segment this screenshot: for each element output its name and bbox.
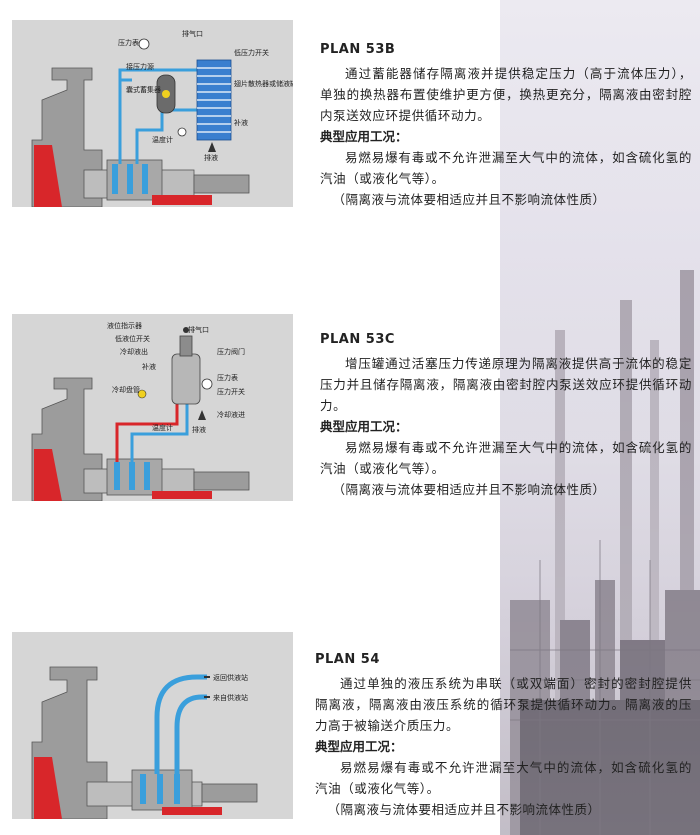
label-pressure-gauge: 压力表 bbox=[217, 373, 238, 382]
label-cooling-coil: 冷却盘管 bbox=[112, 385, 140, 394]
label-pressure-source: 接压力源 bbox=[126, 62, 154, 71]
plan-title: PLAN 53C bbox=[320, 332, 395, 347]
label-pressure-gauge: 压力表 bbox=[118, 38, 139, 47]
plan53c-diagram: 液位指示器 排气口 低液位开关 冷却液出 压力阀门 补液 压力表 压力开关 冷却… bbox=[12, 314, 293, 501]
application-text: 易燃易爆有毒或不允许泄漏至大气中的流体，如含硫化氢的汽油（或液化气等）。 bbox=[315, 760, 692, 796]
label-vent: 排气口 bbox=[182, 29, 203, 38]
plan-description: 增压罐通过活塞压力传递原理为隔离液提供高于流体的稳定压力并且储存隔离液，隔离液由… bbox=[320, 356, 692, 413]
plan53c-section: PLAN 53C 增压罐通过活塞压力传递原理为隔离液提供高于流体的稳定压力并且储… bbox=[320, 332, 692, 500]
plan53b-section: PLAN 53B 通过蓄能器储存隔离液并提供稳定压力（高于流体压力），单独的换热… bbox=[320, 42, 692, 210]
label-pressure-valve: 压力阀门 bbox=[217, 347, 245, 356]
label-refill: 补液 bbox=[142, 362, 156, 371]
label-thermometer: 温度计 bbox=[152, 423, 173, 432]
plan-description: 通过单独的液压系统为串联（或双端面）密封的密封腔提供隔离液，隔离液由液压系统的循… bbox=[315, 676, 692, 733]
plan-description: 通过蓄能器储存隔离液并提供稳定压力（高于流体压力），单独的换热器布置使维护更方便… bbox=[320, 66, 692, 123]
application-heading: 典型应用工况： bbox=[320, 129, 408, 144]
label-low-pressure-switch: 低压力开关 bbox=[234, 48, 269, 57]
compatibility-note: （隔离液与流体要相适应并且不影响流体性质） bbox=[327, 802, 601, 817]
label-return-station: 返回供液站 bbox=[213, 673, 248, 682]
compatibility-note: （隔离液与流体要相适应并且不影响流体性质） bbox=[332, 192, 606, 207]
label-bladder-accumulator: 囊式蓄集器 bbox=[126, 85, 161, 94]
label-refill: 补液 bbox=[234, 118, 248, 127]
label-finned-hx: 翅片散热器或储液罐 bbox=[234, 79, 293, 88]
application-heading: 典型应用工况： bbox=[315, 739, 403, 754]
plan-title: PLAN 54 bbox=[315, 652, 380, 667]
background-refinery-image bbox=[500, 0, 700, 835]
application-text: 易燃易爆有毒或不允许泄漏至大气中的流体，如含硫化氢的汽油（或液化气等）。 bbox=[320, 440, 692, 476]
plan54-section: PLAN 54 通过单独的液压系统为串联（或双端面）密封的密封腔提供隔离液，隔离… bbox=[315, 652, 692, 820]
label-drain: 排液 bbox=[204, 153, 218, 162]
label-pressure-switch: 压力开关 bbox=[217, 387, 245, 396]
application-heading: 典型应用工况： bbox=[320, 419, 408, 434]
compatibility-note: （隔离液与流体要相适应并且不影响流体性质） bbox=[332, 482, 606, 497]
application-text: 易燃易爆有毒或不允许泄漏至大气中的流体，如含硫化氢的汽油（或液化气等）。 bbox=[320, 150, 692, 186]
label-level-indicator: 液位指示器 bbox=[107, 321, 142, 330]
label-cooling-out: 冷却液出 bbox=[120, 347, 148, 356]
plan-title: PLAN 53B bbox=[320, 42, 396, 57]
label-thermometer: 温度计 bbox=[152, 135, 173, 144]
label-vent: 排气口 bbox=[188, 325, 209, 334]
label-from-station: 来自供液站 bbox=[213, 693, 248, 702]
label-cooling-in: 冷却液进 bbox=[217, 410, 245, 419]
label-low-level-switch: 低液位开关 bbox=[115, 334, 150, 343]
plan54-diagram: 返回供液站 来自供液站 bbox=[12, 632, 293, 819]
plan53b-diagram: 压力表 排气口 低压力开关 接压力源 囊式蓄集器 翅片散热器或储液罐 温度计 补… bbox=[12, 20, 293, 207]
label-drain: 排液 bbox=[192, 425, 206, 434]
